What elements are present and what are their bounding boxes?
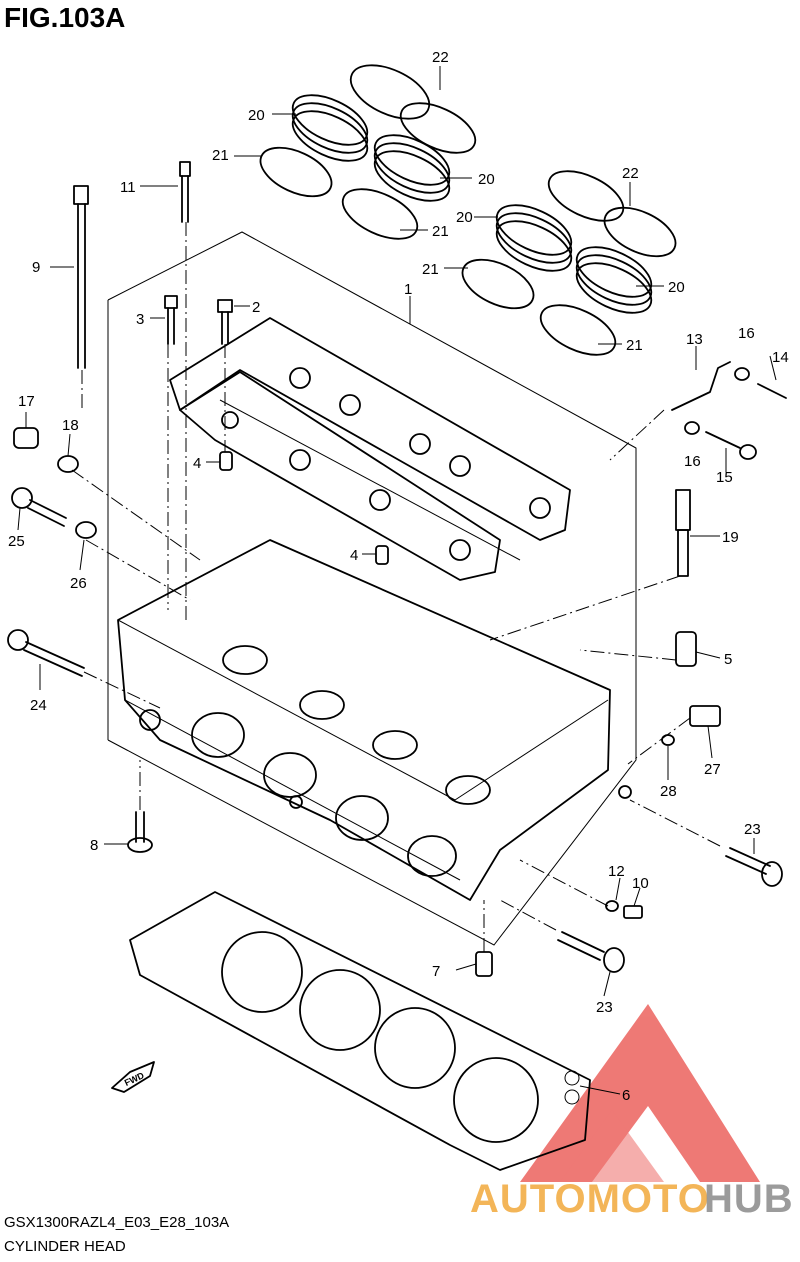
callout-2: 2 bbox=[252, 299, 260, 316]
callout-labels: 1 2 3 4 4 5 6 7 8 9 10 11 12 13 14 15 16… bbox=[8, 49, 789, 1104]
callout-16: 16 bbox=[684, 453, 701, 470]
callout-23: 23 bbox=[596, 999, 613, 1016]
callout-10: 10 bbox=[632, 875, 649, 892]
callout-22: 22 bbox=[432, 49, 449, 66]
callout-15: 15 bbox=[716, 469, 733, 486]
watermark-text: AUTOMOTO HUB bbox=[470, 1177, 794, 1221]
figure-code: GSX1300RAZL4_E03_E28_103A bbox=[4, 1214, 230, 1231]
callout-21: 21 bbox=[626, 337, 643, 354]
cam-holder bbox=[169, 317, 571, 581]
assembly-frame bbox=[107, 231, 637, 946]
alignment-lines bbox=[71, 222, 721, 952]
callout-3: 3 bbox=[136, 311, 144, 328]
callout-8: 8 bbox=[90, 837, 98, 854]
callout-21: 21 bbox=[212, 147, 229, 164]
callout-20: 20 bbox=[456, 209, 473, 226]
watermark-logo bbox=[520, 1004, 760, 1182]
callout-4: 4 bbox=[350, 547, 358, 564]
callout-28: 28 bbox=[660, 783, 677, 800]
callout-9: 9 bbox=[32, 259, 40, 276]
callout-23: 23 bbox=[744, 821, 761, 838]
callout-16: 16 bbox=[738, 325, 755, 342]
callout-26: 26 bbox=[70, 575, 87, 592]
head-gasket bbox=[129, 891, 591, 1171]
figure-title: FIG.103A bbox=[4, 2, 126, 33]
callout-27: 27 bbox=[704, 761, 721, 778]
callout-11: 11 bbox=[120, 179, 136, 196]
callout-6: 6 bbox=[622, 1087, 630, 1104]
fasteners bbox=[7, 161, 787, 1093]
callout-19: 19 bbox=[722, 529, 739, 546]
callout-22: 22 bbox=[622, 165, 639, 182]
callout-12: 12 bbox=[608, 863, 625, 880]
callout-13: 13 bbox=[686, 331, 703, 348]
callout-17: 17 bbox=[18, 393, 35, 410]
cylinder-head bbox=[117, 539, 632, 901]
callout-4: 4 bbox=[193, 455, 201, 472]
callout-24: 24 bbox=[30, 697, 47, 714]
callout-7: 7 bbox=[432, 963, 440, 980]
callout-20: 20 bbox=[248, 107, 265, 124]
callout-5: 5 bbox=[724, 651, 732, 668]
callout-21: 21 bbox=[422, 261, 439, 278]
callout-14: 14 bbox=[772, 349, 789, 366]
callout-20: 20 bbox=[668, 279, 685, 296]
callout-1: 1 bbox=[404, 281, 412, 298]
watermark-text-gray: HUB bbox=[704, 1177, 794, 1221]
callout-25: 25 bbox=[8, 533, 25, 550]
leader-lines bbox=[17, 66, 777, 1095]
watermark-text-orange: AUTOMOTO bbox=[470, 1177, 710, 1221]
callout-20: 20 bbox=[478, 171, 495, 188]
figure-name: CYLINDER HEAD bbox=[4, 1238, 126, 1255]
callout-18: 18 bbox=[62, 417, 79, 434]
callout-21: 21 bbox=[432, 223, 449, 240]
